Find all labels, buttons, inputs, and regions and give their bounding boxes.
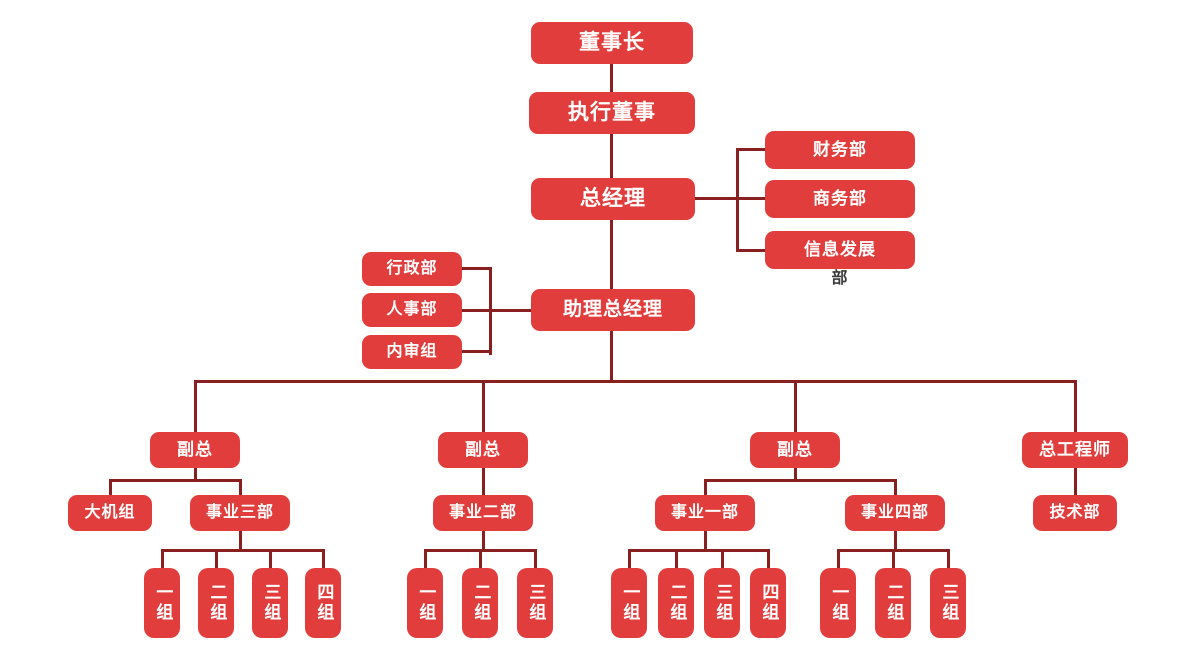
connector-line	[215, 549, 218, 568]
connector-line	[794, 380, 797, 432]
connector-line	[161, 549, 164, 568]
node-division2-group-3: 三组	[517, 568, 553, 638]
connector-line	[675, 549, 678, 568]
connector-line	[479, 549, 482, 568]
node-deputy-gm-1: 副总	[150, 432, 240, 468]
node-admin-dept: 行政部	[362, 252, 462, 286]
node-finance-dept: 财务部	[765, 131, 915, 169]
connector-line	[194, 380, 1076, 383]
connector-line	[482, 468, 485, 495]
node-division3-group-2: 二组	[198, 568, 234, 638]
connector-line	[462, 267, 490, 270]
node-division-4: 事业四部	[845, 495, 945, 531]
node-division4-group-1: 一组	[820, 568, 856, 638]
node-chief-engineer: 总工程师	[1022, 432, 1128, 468]
connector-line	[194, 468, 197, 482]
connector-line	[767, 549, 770, 568]
connector-line	[194, 380, 197, 432]
connector-line	[462, 350, 490, 353]
connector-line	[424, 549, 427, 568]
node-division2-group-1: 一组	[407, 568, 443, 638]
connector-line	[695, 197, 765, 200]
connector-line	[239, 479, 242, 495]
node-division-3: 事业三部	[190, 495, 290, 531]
connector-line	[894, 479, 897, 495]
node-hr-dept: 人事部	[362, 293, 462, 327]
connector-line	[482, 531, 485, 550]
node-assistant-gm: 助理总经理	[531, 289, 695, 331]
connector-line	[894, 531, 897, 550]
connector-line	[947, 549, 950, 568]
node-division3-group-3: 三组	[252, 568, 288, 638]
node-commerce-dept: 商务部	[765, 180, 915, 218]
node-division1-group-4: 四组	[750, 568, 786, 638]
node-division1-group-1: 一组	[611, 568, 647, 638]
node-division2-group-2: 二组	[462, 568, 498, 638]
connector-line	[610, 134, 613, 178]
node-general-manager: 总经理	[531, 178, 695, 220]
connector-line	[610, 331, 613, 383]
node-tech-dept: 技术部	[1033, 495, 1117, 531]
node-internal-audit-group: 内审组	[362, 335, 462, 369]
node-info-dev-dept: 信息发展	[765, 231, 915, 269]
connector-line	[610, 64, 613, 92]
connector-line	[721, 549, 724, 568]
connector-line	[704, 531, 707, 550]
node-info-dev-dept-overflow: 部	[831, 270, 849, 287]
node-division1-group-2: 二组	[658, 568, 694, 638]
node-division3-group-4: 四组	[305, 568, 341, 638]
connector-line	[704, 479, 707, 495]
connector-line	[1074, 380, 1077, 432]
connector-line	[534, 549, 537, 568]
node-division-2: 事业二部	[433, 495, 533, 531]
connector-line	[837, 549, 840, 568]
connector-line	[239, 531, 242, 551]
connector-line	[736, 148, 765, 151]
connector-line	[704, 479, 896, 482]
connector-line	[736, 148, 739, 252]
node-executive-director: 执行董事	[529, 92, 695, 134]
connector-line	[322, 549, 325, 568]
connector-line	[109, 479, 242, 482]
node-large-unit-group: 大机组	[68, 495, 152, 531]
connector-line	[794, 468, 797, 482]
node-division4-group-3: 三组	[930, 568, 966, 638]
connector-line	[610, 220, 613, 289]
node-division3-group-1: 一组	[144, 568, 180, 638]
connector-line	[628, 549, 770, 552]
node-chairman: 董事长	[531, 22, 693, 64]
node-deputy-gm-2: 副总	[438, 432, 528, 468]
connector-line	[1074, 468, 1077, 495]
node-division4-group-2: 二组	[875, 568, 911, 638]
connector-line	[269, 549, 272, 568]
connector-line	[109, 479, 112, 495]
connector-line	[892, 549, 895, 568]
connector-line	[482, 380, 485, 432]
connector-line	[736, 249, 765, 252]
connector-line	[161, 549, 325, 552]
connector-line	[628, 549, 631, 568]
node-deputy-gm-3: 副总	[750, 432, 840, 468]
node-division1-group-3: 三组	[704, 568, 740, 638]
connector-line	[462, 309, 531, 312]
node-division-1: 事业一部	[655, 495, 755, 531]
